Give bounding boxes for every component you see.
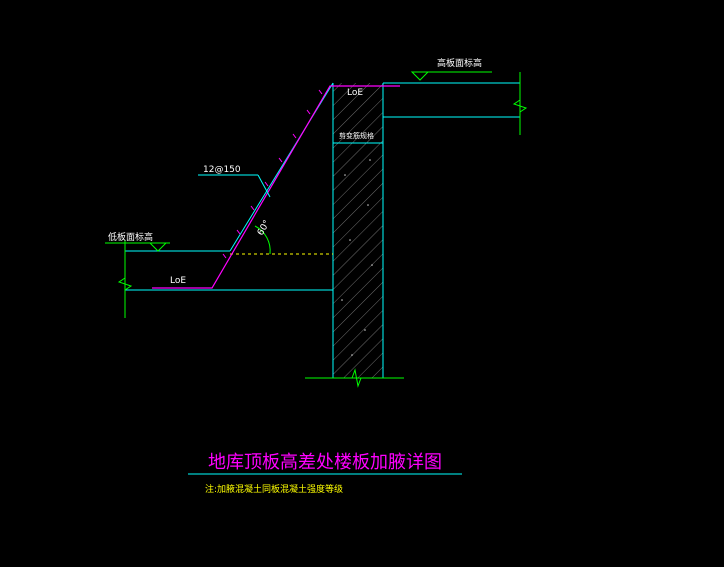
haunch-rebar xyxy=(152,85,400,289)
angle-arc xyxy=(254,225,271,255)
high-slab xyxy=(383,72,528,135)
drawing-title: 地库顶板高差处楼板加腋详图 xyxy=(208,452,442,473)
drawing-note: 注:加腋混凝土同板混凝土强度等级 xyxy=(205,483,343,495)
anchor-bottom-label: LoE xyxy=(170,276,186,286)
anchor-top-label: LoE xyxy=(347,88,363,98)
low-slab xyxy=(117,240,333,318)
angle-label: 60° xyxy=(256,219,273,238)
low-level-marker xyxy=(105,242,170,252)
break-symbol-bottom xyxy=(351,368,362,388)
rebar-leader xyxy=(198,174,271,198)
wall-note-label: 剪变筋规格 xyxy=(339,131,374,140)
high-level-marker xyxy=(410,71,492,81)
concrete-wall xyxy=(305,83,404,388)
rebar-spec-label: 12@150 xyxy=(203,165,241,175)
high-slab-level-label: 高板面标高 xyxy=(437,57,482,69)
low-slab-level-label: 低板面标高 xyxy=(108,231,153,243)
